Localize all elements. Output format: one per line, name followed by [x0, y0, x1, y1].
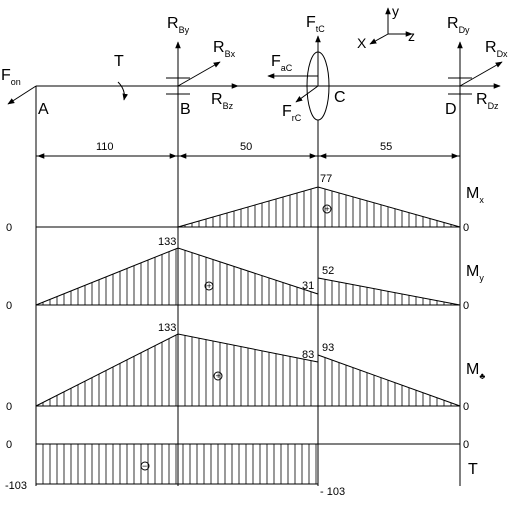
dim-ab: 110 — [96, 141, 114, 153]
f-on-label: Fon — [1, 67, 21, 87]
my-value-c-right: 52 — [322, 265, 334, 277]
f-rc-label: FrC — [282, 103, 302, 123]
my-value-b: 133 — [158, 236, 176, 248]
msum-zero-right: 0 — [463, 401, 469, 413]
my-diagram: 0 0 133 31 52 My + — [6, 236, 484, 312]
dim-cd: 55 — [380, 141, 392, 153]
my-sign-icon — [204, 281, 214, 291]
dim-bc: 50 — [240, 141, 252, 153]
point-d-label: D — [445, 101, 457, 118]
t-diagram: 0 0 -103 - 103 T − — [5, 439, 478, 498]
point-b-label: B — [180, 101, 191, 118]
mx-diagram: 0 0 77 Mx + — [6, 173, 484, 234]
section-lines — [35, 86, 461, 486]
f-ac-label: FaC — [271, 53, 293, 73]
t-zero-right: 0 — [463, 439, 469, 451]
msum-value-c-right: 93 — [322, 342, 334, 354]
msum-value-c-left: 83 — [302, 349, 314, 361]
mx-value-c: 77 — [320, 173, 332, 185]
f-on-arrow — [7, 85, 37, 105]
msum-sign: + — [216, 371, 221, 381]
r-by-label: RBy — [167, 15, 190, 35]
axis-y-label: y — [392, 3, 399, 19]
my-sign: + — [207, 281, 212, 291]
my-zero-right: 0 — [463, 300, 469, 312]
t-label: T — [468, 461, 478, 478]
mx-zero-left: 0 — [6, 222, 12, 234]
mx-sign: + — [325, 204, 330, 214]
shaft-scheme: y z X Fon RBy RBx RBz FtC FaC FrC RDy RD… — [1, 3, 508, 123]
t-zero-left: 0 — [6, 439, 12, 451]
mx-sign-icon — [322, 204, 332, 214]
dimension-line: 110 50 55 — [36, 141, 460, 159]
axis-x-label: X — [357, 35, 367, 51]
point-a-label: A — [38, 101, 49, 118]
t-sign-icon — [140, 461, 150, 471]
mx-label: Mx — [466, 185, 484, 205]
msum-value-b: 133 — [158, 322, 176, 334]
t-sign: − — [142, 461, 147, 471]
torque-arrow — [117, 81, 128, 101]
r-dx-label: RDx — [485, 39, 508, 59]
r-dx-arrow — [459, 61, 503, 87]
point-c-label: C — [334, 89, 346, 106]
f-rc-arrow — [295, 85, 319, 103]
my-value-c-left: 31 — [302, 280, 314, 292]
r-bz-label: RBz — [211, 91, 234, 111]
coordinate-axes: y z X — [357, 3, 415, 51]
r-dz-label: RDz — [476, 91, 499, 111]
r-bx-label: RBx — [213, 39, 236, 59]
r-dy-label: RDy — [447, 15, 470, 35]
t-value-left: -103 — [5, 480, 27, 492]
torque-label: T — [114, 53, 124, 70]
mx-zero-right: 0 — [463, 222, 469, 234]
my-zero-left: 0 — [6, 300, 12, 312]
msum-label: M♣ — [466, 361, 485, 381]
f-tc-label: FtC — [306, 14, 325, 34]
t-value-right: - 103 — [320, 486, 345, 498]
msum-sign-icon — [213, 371, 223, 381]
r-bx-arrow — [177, 61, 221, 87]
my-label: My — [466, 263, 484, 283]
msum-zero-left: 0 — [6, 401, 12, 413]
axis-z-label: z — [408, 28, 415, 44]
msum-diagram: 0 0 133 83 93 M♣ + — [6, 322, 485, 413]
